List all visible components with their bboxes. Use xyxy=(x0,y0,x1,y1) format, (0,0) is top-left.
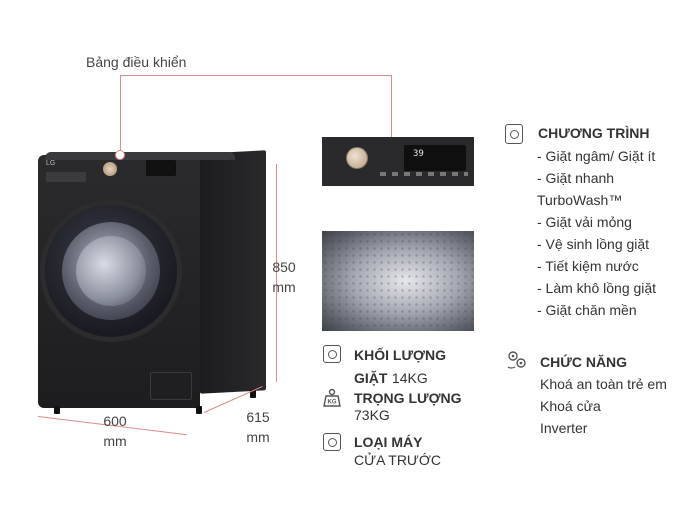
machine-foot xyxy=(196,406,202,414)
door-glass xyxy=(76,236,146,306)
function-item: Khoá cửa xyxy=(540,398,601,414)
program-item: - Giặt ngâm/ Giặt ít xyxy=(537,148,656,164)
program-dial xyxy=(103,162,117,176)
width-unit: mm xyxy=(103,433,127,449)
machine-foot xyxy=(54,406,60,414)
functions-list: Khoá an toàn trẻ em Khoá cửa Inverter xyxy=(540,373,667,439)
program-item: - Giặt chăn mền xyxy=(537,302,637,318)
machine-top-edge xyxy=(45,152,235,160)
callout-line xyxy=(120,75,392,76)
machine-foot xyxy=(250,390,256,398)
control-panel-callout-label: Bảng điều khiển xyxy=(86,54,187,70)
brand-logo: LG xyxy=(46,160,56,167)
callout-line xyxy=(391,75,392,137)
width-dimension: 600 mm xyxy=(96,411,134,451)
panel-screen xyxy=(404,145,466,171)
washer-type-icon xyxy=(323,433,341,451)
net-weight-title: TRỌNG LƯỢNG xyxy=(354,390,462,406)
functions-title: CHỨC NĂNG xyxy=(540,354,628,370)
height-value: 850 xyxy=(272,259,296,275)
program-item: TurboWash™ xyxy=(537,192,623,208)
settings-gears-icon xyxy=(507,351,526,369)
program-item: - Tiết kiệm nước xyxy=(537,258,639,274)
drum-closeup-image xyxy=(322,231,474,331)
detergent-drawer xyxy=(46,172,86,182)
callout-line xyxy=(120,75,121,155)
program-item: - Giặt vải mỏng xyxy=(537,214,632,230)
depth-dimension: 615 mm xyxy=(240,407,276,447)
depth-value: 615 xyxy=(246,409,270,425)
height-dimension: 850 mm xyxy=(266,257,302,297)
weight-icon: KG xyxy=(323,388,341,407)
callout-marker xyxy=(115,150,125,160)
wash-capacity-line2: GIẶT 14KG xyxy=(354,370,428,388)
machine-type-title: LOẠI MÁY xyxy=(354,434,423,450)
weight-icon-text: KG xyxy=(328,400,337,406)
washer-program-icon xyxy=(505,124,523,144)
machine-display xyxy=(146,160,176,176)
wash-capacity-title-line2: GIẶT xyxy=(354,370,388,386)
programs-title: CHƯƠNG TRÌNH xyxy=(538,125,650,141)
panel-display-digits: 39 xyxy=(413,149,424,159)
width-value: 600 xyxy=(103,413,127,429)
panel-buttons xyxy=(380,172,468,176)
wash-capacity-value: 14KG xyxy=(391,370,428,386)
machine-type-value: CỬA TRƯỚC xyxy=(354,452,442,468)
program-item: - Làm khô lồng giặt xyxy=(537,280,657,296)
filter-cover xyxy=(150,372,192,400)
height-dimension-line xyxy=(276,164,277,382)
program-item: - Giặt nhanh xyxy=(537,170,615,186)
wash-capacity-title-line1: KHỐI LƯỢNG xyxy=(354,347,446,363)
net-weight-value: 73KG xyxy=(354,407,390,423)
control-knob xyxy=(346,147,368,169)
function-item: Khoá an toàn trẻ em xyxy=(540,376,667,392)
function-item: Inverter xyxy=(540,420,588,436)
machine-side-panel xyxy=(200,150,266,394)
depth-unit: mm xyxy=(246,429,270,445)
laundry-basket-icon xyxy=(323,345,341,363)
programs-list: - Giặt ngâm/ Giặt ít - Giặt nhanh TurboW… xyxy=(537,145,656,321)
height-unit: mm xyxy=(272,279,296,295)
drum-texture xyxy=(322,231,474,331)
program-item: - Vệ sinh lồng giặt xyxy=(537,236,650,252)
